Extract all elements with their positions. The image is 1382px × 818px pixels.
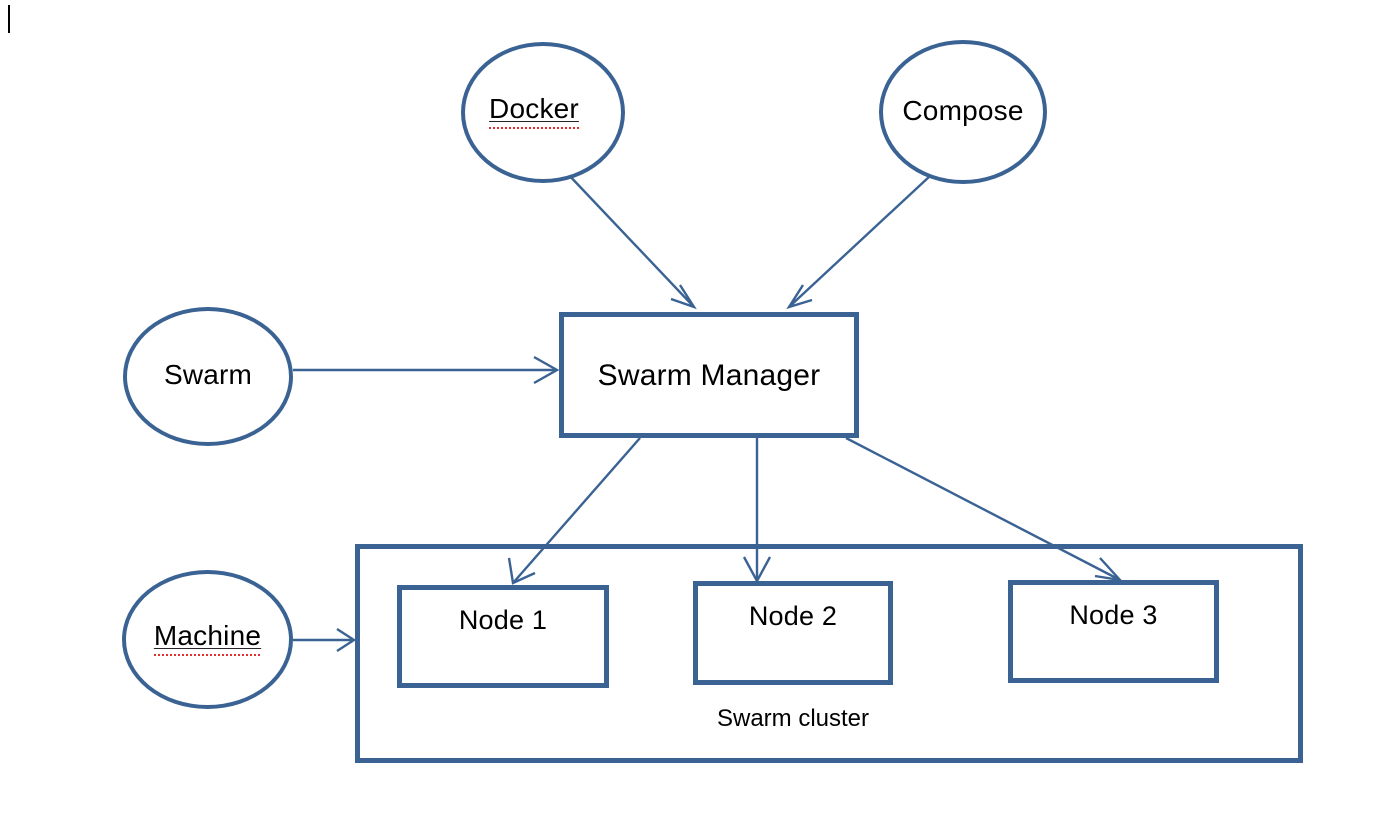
- node-swarm-manager[interactable]: Swarm Manager: [559, 312, 859, 438]
- node-compose[interactable]: Compose: [879, 40, 1047, 184]
- node-docker[interactable]: Docker: [461, 42, 625, 183]
- edge-machine-to-cluster: [293, 627, 357, 653]
- text-cursor-caret: [8, 5, 10, 33]
- node-compose-label: Compose: [902, 94, 1024, 126]
- edge-docker-to-swarm-manager: [565, 171, 697, 310]
- node-node1-label: Node 1: [458, 605, 548, 635]
- node-swarm[interactable]: Swarm: [123, 307, 293, 446]
- node-node3-label: Node 3: [1069, 600, 1158, 630]
- node-node2-label: Node 2: [748, 601, 838, 631]
- node-docker-label: Docker: [489, 93, 579, 129]
- node-swarm-manager-label: Swarm Manager: [597, 358, 821, 392]
- node-node1[interactable]: Node 1: [397, 585, 609, 688]
- node-swarm-label: Swarm: [163, 359, 253, 391]
- node-node2[interactable]: Node 2: [693, 581, 893, 685]
- node-machine-label: Machine: [153, 620, 262, 656]
- edge-swarm-to-swarm-manager: [293, 355, 560, 385]
- node-swarm-cluster[interactable]: [355, 544, 1303, 763]
- node-machine[interactable]: Machine: [122, 570, 293, 709]
- node-node3[interactable]: Node 3: [1008, 580, 1219, 683]
- cluster-caption: Swarm cluster: [716, 705, 870, 732]
- edge-compose-to-swarm-manager: [786, 175, 931, 310]
